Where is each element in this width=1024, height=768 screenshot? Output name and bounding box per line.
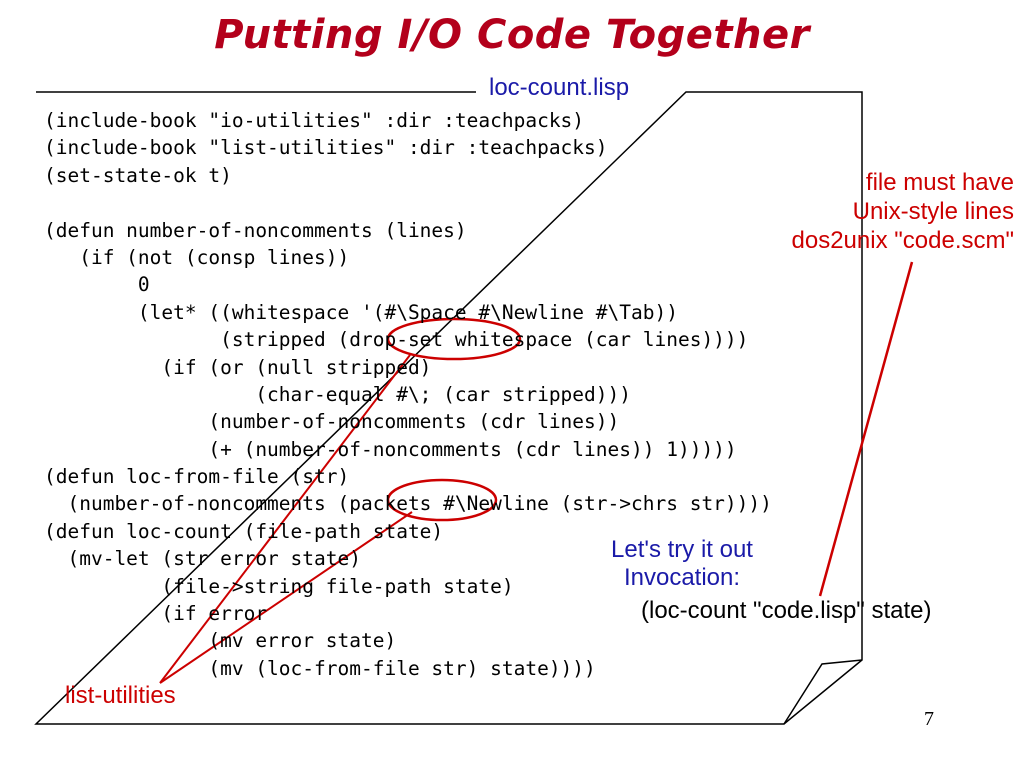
code-line: (number-of-noncomments (cdr lines)) bbox=[44, 410, 620, 434]
code-line: (number-of-noncomments (packets #\Newlin… bbox=[44, 492, 772, 516]
code-line: (defun loc-from-file (str) bbox=[44, 465, 350, 489]
pointer-line-packets bbox=[159, 511, 413, 684]
file-note-line: Unix-style lines bbox=[852, 198, 1014, 225]
file-format-note: file must have Unix-style lines dos2unix… bbox=[792, 168, 1014, 255]
code-line: (+ (number-of-noncomments (cdr lines)) 1… bbox=[44, 437, 737, 461]
try-it-line: Invocation: bbox=[623, 564, 741, 591]
code-line: (stripped (drop-set whitespace (car line… bbox=[44, 328, 749, 352]
code-line: (mv (loc-from-file str) state)))) bbox=[44, 656, 596, 680]
slide-title: Putting I/O Code Together bbox=[214, 12, 810, 58]
document-frame bbox=[34, 91, 863, 725]
code-line bbox=[44, 189, 772, 216]
file-note-line: file must have bbox=[865, 169, 1014, 196]
code-line: (if (or (null stripped) bbox=[44, 355, 432, 379]
highlight-packets bbox=[386, 478, 498, 522]
code-line: 0 bbox=[44, 273, 150, 297]
page-number: 7 bbox=[924, 708, 934, 730]
list-utilities-label: list-utilities bbox=[65, 682, 176, 709]
code-block: (include-book "io-utilities" :dir :teach… bbox=[44, 107, 772, 682]
folded-corner bbox=[783, 659, 863, 725]
file-note-line: dos2unix "code.scm" bbox=[791, 227, 1014, 254]
code-line: (if (not (consp lines)) bbox=[44, 245, 350, 269]
code-line: (if error bbox=[44, 602, 268, 626]
pointer-line-file-note bbox=[818, 261, 914, 597]
invocation-example: (loc-count "code.lisp" state) bbox=[641, 597, 932, 624]
code-line: (include-book "io-utilities" :dir :teach… bbox=[44, 109, 585, 132]
highlight-drop-set bbox=[386, 317, 522, 361]
code-line: (file->string file-path state) bbox=[44, 574, 514, 598]
code-line: (mv-let (str error state) bbox=[44, 547, 361, 571]
code-line: (char-equal #\; (car stripped))) bbox=[44, 382, 631, 406]
try-it-note: Let's try it out Invocation: bbox=[582, 536, 782, 592]
code-line: (include-book "list-utilities" :dir :tea… bbox=[44, 136, 608, 160]
try-it-line: Let's try it out bbox=[611, 536, 753, 563]
code-line: (set-state-ok t) bbox=[44, 163, 232, 187]
file-name-label: loc-count.lisp bbox=[487, 74, 632, 102]
code-line: (defun loc-count (file-path state) bbox=[44, 519, 444, 543]
code-line: (let* ((whitespace '(#\Space #\Newline #… bbox=[44, 300, 678, 324]
code-line: (mv error state) bbox=[44, 629, 397, 653]
pointer-line-drop-set bbox=[159, 354, 411, 684]
code-line: (defun number-of-noncomments (lines) bbox=[44, 218, 467, 242]
